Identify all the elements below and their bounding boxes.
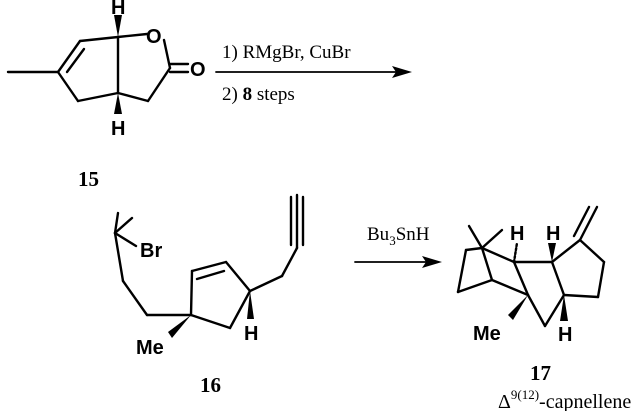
c15-ring-bond [78, 35, 120, 43]
c17-ring-bond [562, 293, 600, 299]
c16-double-bond [190, 260, 228, 273]
c15-carbonyl-oxygen: O [190, 59, 206, 81]
c17-methylene-bond [578, 205, 599, 242]
c17-ring-bond [456, 278, 494, 294]
c15-wedge-h-top [114, 15, 122, 37]
compound-17-name-tail: -capnellene [539, 391, 631, 411]
reagent-step-2-base: Bu [367, 224, 390, 245]
reagent-step-1-suffix: steps [252, 84, 295, 105]
c16-methyl: Me [136, 337, 164, 359]
c17-h-bottom: H [558, 324, 572, 346]
compound-17-name-delta: Δ [498, 391, 511, 411]
compound-17-name-superscript: 9(12) [511, 387, 539, 402]
c17-ring-bond [550, 260, 566, 297]
c17-methylene-bond [572, 205, 591, 238]
arrow-2-head [422, 256, 442, 268]
c15-double-bond-inner [65, 47, 86, 74]
c17-ring-bond [526, 293, 547, 328]
c15-double-bond [56, 39, 82, 74]
c16-ring-bond [189, 269, 194, 317]
arrow-1-head [392, 66, 412, 78]
c17-h-right: H [546, 223, 560, 245]
c15-h-top: H [111, 0, 125, 19]
c17-hashed-h-left [512, 241, 519, 264]
compound-17-structure: H H Me H [456, 205, 606, 346]
c17-ring-bond [543, 293, 566, 328]
c15-ring-oxygen: O [146, 26, 162, 48]
c17-h-left: H [510, 223, 524, 245]
c16-chain-bond [248, 274, 284, 293]
c17-ring-bond [464, 246, 484, 252]
reagent-step-2: Bu3SnH [367, 224, 430, 248]
compound-15-number: 15 [78, 167, 99, 191]
c17-ring-bond [480, 246, 516, 264]
c16-ring-bond [224, 260, 252, 293]
c15-c-o-bond [116, 32, 149, 39]
c17-wedge-h-right [548, 243, 556, 262]
reagent-step-2-subscript: 3 [389, 233, 396, 248]
c16-double-bond-inner [195, 269, 226, 281]
c17-wedge-methyl [508, 295, 528, 320]
c17-methyl-bond [467, 224, 484, 250]
reagent-step-1-line-2: 2) 8 steps [222, 84, 295, 105]
compound-15-structure: H H O O [6, 0, 206, 140]
c16-methyl-bond [113, 211, 120, 235]
c15-o-c-bond [162, 38, 172, 70]
c16-chain-bond [113, 231, 125, 283]
reagent-step-1-prefix: 2) [222, 84, 243, 105]
reagent-step-2-tail: SnH [396, 224, 430, 245]
c16-wedge-methyl [168, 315, 191, 338]
compound-16-structure: Br Me H [113, 193, 305, 359]
c17-ring-bond [480, 246, 494, 282]
c16-h: H [244, 323, 258, 345]
compound-17-name: Δ9(12)-capnellene [498, 387, 631, 411]
c17-ring-bond [456, 248, 468, 294]
c15-ring-bond [146, 66, 172, 103]
c17-ring-bond [578, 238, 606, 264]
c17-ring-bond [512, 260, 530, 297]
c15-wedge-h-bottom [114, 93, 122, 114]
compound-17-number: 17 [530, 361, 551, 385]
c16-c-br-bond [113, 231, 138, 248]
c17-ring-bond [550, 238, 582, 264]
c16-methyl-bond [113, 216, 134, 235]
c16-ring-bond [228, 289, 252, 330]
reaction-arrow-2 [354, 256, 442, 268]
c16-ring-bond [189, 313, 232, 330]
c17-ring-bond [596, 260, 606, 299]
reagent-step-1-line-1: 1) RMgBr, CuBr [222, 42, 351, 63]
compound-16-number: 16 [200, 373, 221, 397]
c16-bromine: Br [140, 240, 162, 262]
c15-ring-bond [76, 91, 120, 103]
c17-ring-bond [490, 278, 530, 297]
c16-chain-bond [280, 246, 299, 278]
c16-wedge-h [247, 291, 254, 319]
c17-methyl: Me [473, 323, 501, 345]
c15-ring-bond [56, 70, 80, 103]
c17-methyl-bond [480, 228, 504, 250]
c15-h-bottom: H [111, 118, 125, 140]
c17-wedge-h-bottom [560, 295, 568, 321]
c16-chain-bond [121, 279, 149, 317]
reaction-arrow-1 [215, 66, 412, 78]
reagent-step-1-count: 8 [243, 84, 253, 105]
c15-ring-bond [116, 91, 150, 103]
